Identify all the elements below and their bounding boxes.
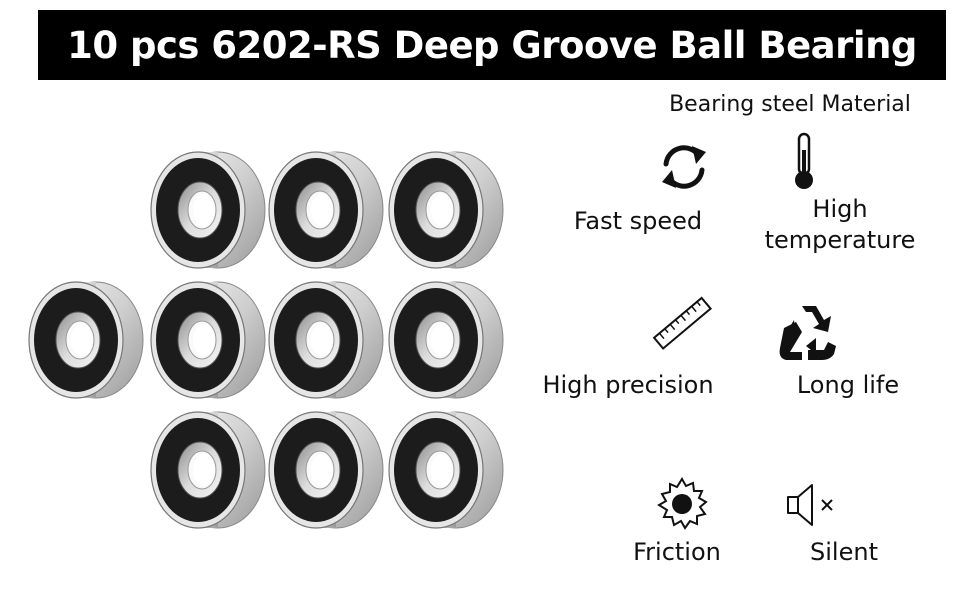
- long-life-label: Long life: [796, 371, 900, 399]
- bearing-9: [268, 411, 384, 529]
- title-banner: 10 pcs 6202-RS Deep Groove Ball Bearing: [38, 10, 946, 80]
- bearing-6: [268, 281, 384, 399]
- bearing-1: [150, 151, 266, 269]
- bearing-3: [388, 151, 504, 269]
- refresh-icon: [662, 145, 706, 189]
- bearing-8: [150, 411, 266, 529]
- friction-label: Friction: [633, 538, 721, 566]
- bearing-product-image: [0, 130, 530, 550]
- speaker-mute-icon: [787, 484, 833, 526]
- bearing-2: [268, 151, 384, 269]
- high-temperature-label: High temperature: [756, 194, 924, 256]
- fast-speed-label: Fast speed: [573, 207, 703, 235]
- high-temperature-line1: High: [812, 195, 868, 223]
- material-label: Bearing steel Material: [669, 92, 911, 117]
- high-temperature-line2: temperature: [764, 226, 916, 254]
- recycle-icon: [779, 306, 836, 360]
- bearing-10: [388, 411, 504, 529]
- thermometer-icon: [795, 132, 813, 189]
- bearing-4: [28, 281, 144, 399]
- high-precision-label: High precision: [542, 371, 714, 399]
- gear-icon: [657, 477, 708, 530]
- silent-label: Silent: [810, 538, 878, 566]
- page-title: 10 pcs 6202-RS Deep Groove Ball Bearing: [67, 23, 917, 67]
- bearing-7: [388, 281, 504, 399]
- bearing-5: [150, 281, 266, 399]
- ruler-icon: [652, 296, 713, 350]
